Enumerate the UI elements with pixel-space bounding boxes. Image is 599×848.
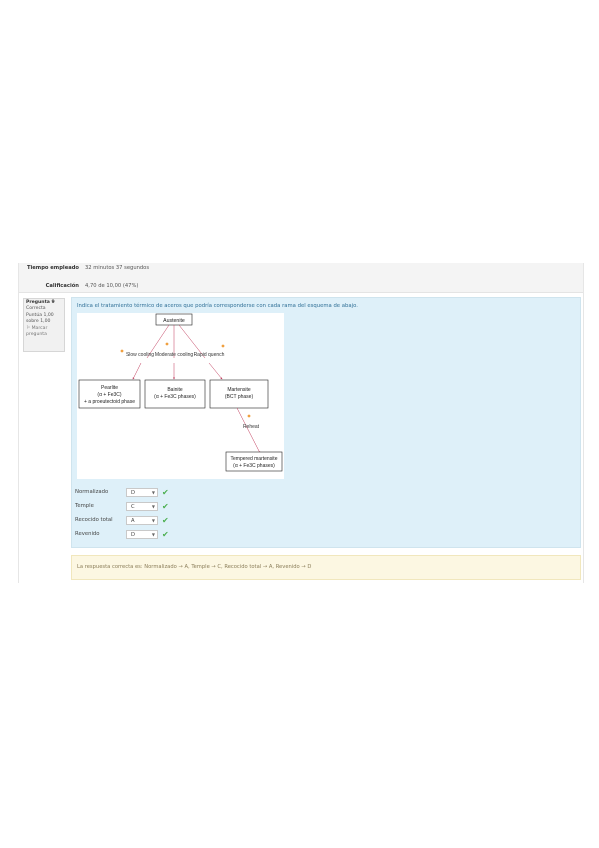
answer-label: Revenido [75,531,100,537]
martensite-name: Martensite [227,387,251,393]
bainite-phases: (α + Fe3C phases) [154,394,196,400]
answer-value: C [131,504,135,510]
answer-value: D [131,532,135,538]
feedback-box: La respuesta correcta es: Normalizado → … [71,555,581,580]
arrow-to-pearlite [132,362,142,380]
chevron-down-icon: ▼ [151,504,155,509]
arrow-reheat [236,407,261,454]
answer-select-temple[interactable]: C ▼ [126,502,158,511]
question-content: Indica el tratamiento térmico de aceros … [71,297,581,548]
diagram-svg: Austenite Slow cooling Moderate cooling … [78,313,283,472]
pearlite-name: Pearlite [101,385,118,391]
martensite-phases: (BCT phase) [225,394,254,400]
flag-label: Marcar pregunta [26,325,48,338]
pearlite-box [78,379,141,409]
chevron-down-icon: ▼ [151,518,155,523]
pearlite-extra: + a proeutectoid phase [84,399,135,405]
marker-dot-2 [165,342,169,346]
question-info-box: Pregunta 9 Correcta Puntúa 1,00 sobre 1,… [23,298,65,352]
answer-row-temple: Temple C ▼ ✔ [75,502,185,512]
branch-line-slow [146,324,170,359]
austenite-label: Austenite [163,318,185,324]
answer-select-revenido[interactable]: D ▼ [126,530,158,539]
branch-rapid-1: Rapid quench [194,352,225,358]
check-icon: ✔ [162,516,169,525]
branch-moderate-1: Moderate cooling [155,352,194,358]
bainite-name: Bainite [167,387,183,393]
answer-value: A [131,518,135,524]
answer-select-normalizado[interactable]: D ▼ [126,488,158,497]
answer-label: Temple [75,503,94,509]
branch-slow-1: Slow cooling [126,352,154,358]
answer-value: D [131,490,135,496]
bainite-box [144,379,206,409]
question-text: Indica el tratamiento térmico de aceros … [77,303,358,309]
check-icon: ✔ [162,502,169,511]
question-mark: Puntúa 1,00 sobre 1,00 [26,312,54,325]
answer-row-recocido: Recocido total A ▼ ✔ [75,516,185,526]
chevron-down-icon: ▼ [151,490,155,495]
quiz-review-page: Tiempo empleado 32 minutos 37 segundos C… [18,263,584,583]
marker-dot-1 [120,349,124,353]
answer-label: Recocido total [75,517,113,523]
reheat-label: Reheat [243,424,260,430]
marker-dot-3 [221,344,225,348]
grade-label: Calificación [45,283,79,289]
answer-select-recocido[interactable]: A ▼ [126,516,158,525]
tempered-phases: (α + Fe3C phases) [233,463,275,469]
question-state: Correcta [26,306,46,312]
correct-answer-text: La respuesta correcta es: Normalizado → … [77,564,312,570]
martensite-box [209,379,269,409]
grade-value: 4,70 de 10,00 (47%) [85,283,139,289]
flag-question-link[interactable]: ⚐ Marcar pregunta [26,326,62,339]
tempered-name: Tempered martensite [231,456,278,462]
branch-line-rapid [178,324,206,359]
arrow-to-martensite [208,362,223,380]
flag-icon: ⚐ [26,325,31,331]
answer-label: Normalizado [75,489,109,495]
marker-dot-4 [247,414,251,418]
time-value: 32 minutos 37 segundos [85,265,150,271]
answer-row-normalizado: Normalizado D ▼ ✔ [75,488,185,498]
chevron-down-icon: ▼ [151,532,155,537]
attempt-summary: Tiempo empleado 32 minutos 37 segundos C… [19,263,583,293]
heat-treatment-diagram: Austenite Slow cooling Moderate cooling … [77,313,284,479]
check-icon: ✔ [162,530,169,539]
pearlite-phases: (α + Fe3C) [97,392,121,398]
check-icon: ✔ [162,488,169,497]
tempered-box [225,451,283,472]
time-label: Tiempo empleado [26,265,79,271]
answer-row-revenido: Revenido D ▼ ✔ [75,530,185,540]
question-number: Pregunta 9 [26,300,55,305]
